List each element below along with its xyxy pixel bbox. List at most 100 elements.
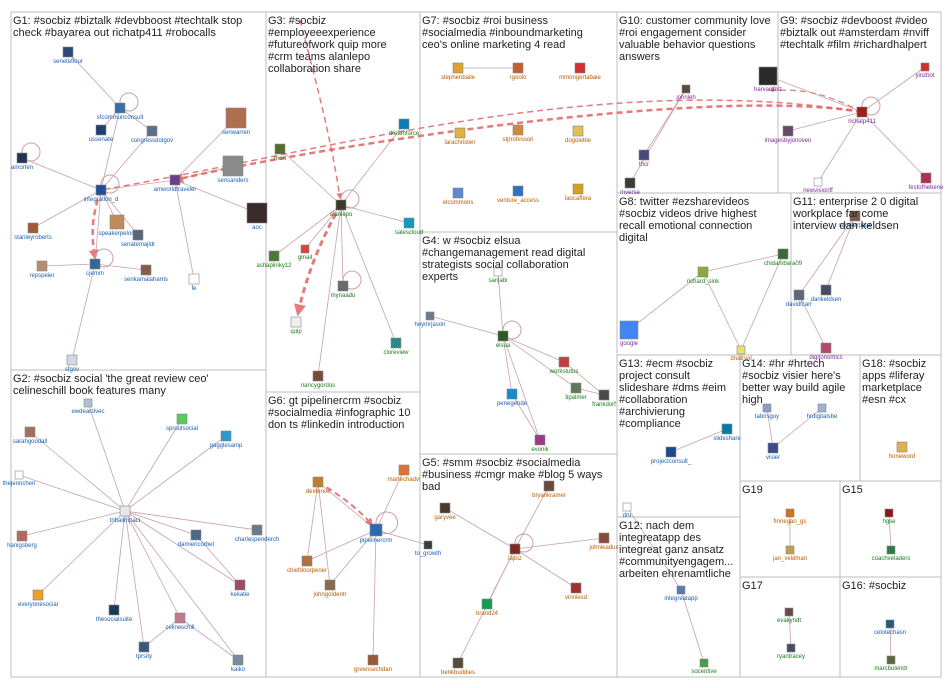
- node-sfcommunconsult[interactable]: sfcommunconsult: [97, 102, 144, 121]
- node-dreamforce[interactable]: dreamforce: [389, 118, 420, 137]
- node-avatar-icon[interactable]: [665, 446, 677, 458]
- node-avatar-icon[interactable]: [454, 127, 466, 139]
- node-avatar-icon[interactable]: [543, 480, 555, 492]
- node-tipalmer[interactable]: tipalmer: [565, 382, 587, 401]
- node-avatar-icon[interactable]: [813, 177, 823, 187]
- node-avatar-icon[interactable]: [109, 214, 125, 230]
- node-avatar-icon[interactable]: [782, 125, 794, 137]
- node-avatar-icon[interactable]: [24, 426, 36, 438]
- node-avatar-icon[interactable]: [886, 545, 896, 555]
- node-avatar-icon[interactable]: [108, 604, 120, 616]
- node-avatar-icon[interactable]: [676, 585, 686, 595]
- node-bryankramer[interactable]: bryankramer: [532, 480, 566, 499]
- node-avatar-icon[interactable]: [820, 342, 832, 354]
- node-avatar-icon[interactable]: [169, 174, 181, 186]
- node-avatar-icon[interactable]: [452, 657, 464, 669]
- node-celineschill[interactable]: celineschill: [165, 612, 195, 631]
- node-sanjabi[interactable]: sanjabi: [488, 267, 508, 284]
- node-avatar-icon[interactable]: [920, 62, 930, 72]
- node-integration-d[interactable]: integration_d: [84, 184, 119, 203]
- node-sensanders[interactable]: sensanders: [217, 155, 249, 184]
- node-avatar-icon[interactable]: [622, 502, 632, 512]
- node-avatar-icon[interactable]: [506, 388, 518, 400]
- node-richatp411[interactable]: richatp411: [848, 106, 876, 125]
- node-elcommons[interactable]: elcommons: [443, 187, 474, 206]
- node-avatar-icon[interactable]: [95, 184, 107, 196]
- node-dexterew[interactable]: dexterew: [306, 476, 331, 495]
- node-integreatapp[interactable]: integreatapp: [664, 585, 698, 602]
- node-avatar-icon[interactable]: [176, 413, 188, 425]
- node-avatar-icon[interactable]: [699, 658, 709, 668]
- node-avatar-icon[interactable]: [785, 508, 795, 518]
- node-hgse[interactable]: hgse: [882, 508, 896, 525]
- node-projectconsult-[interactable]: projectconsult_: [651, 446, 692, 465]
- node-cloreview[interactable]: cloreview: [383, 337, 409, 356]
- node-avatar-icon[interactable]: [572, 183, 584, 195]
- node-jan-veldman[interactable]: jan_veldman: [772, 545, 807, 562]
- node-charlespenderch[interactable]: charlespenderch: [235, 524, 279, 543]
- node-amorten[interactable]: amorten: [11, 152, 33, 171]
- node-coachveladers[interactable]: coachveladers: [872, 545, 911, 562]
- node-avatar-icon[interactable]: [140, 264, 152, 276]
- node-avatar-icon[interactable]: [497, 330, 509, 342]
- node-socentive[interactable]: socentive: [691, 658, 717, 675]
- node-avatar-icon[interactable]: [232, 654, 244, 666]
- node-ewdeactivec[interactable]: ewdeactivec: [71, 398, 105, 415]
- node-sproutsocial[interactable]: sproutsocial: [166, 413, 198, 432]
- node-avatar-icon[interactable]: [225, 107, 247, 129]
- node-kekatie[interactable]: kekatie: [230, 579, 250, 598]
- node-avatar-icon[interactable]: [784, 607, 794, 617]
- node-mort[interactable]: mort: [274, 143, 286, 162]
- node-dogoleble[interactable]: dogoleble: [565, 125, 592, 144]
- node-avatar-icon[interactable]: [234, 579, 246, 591]
- node-avatar-icon[interactable]: [274, 143, 286, 155]
- node-avatar-icon[interactable]: [324, 579, 336, 591]
- node-avatar-icon[interactable]: [512, 124, 524, 136]
- node-avatar-icon[interactable]: [403, 217, 415, 229]
- node-ashaplinky12[interactable]: ashaplinky12: [256, 250, 292, 269]
- node-avatar-icon[interactable]: [598, 532, 610, 544]
- node-avatar-icon[interactable]: [32, 589, 44, 601]
- node-avatar-icon[interactable]: [222, 155, 244, 177]
- node-avatar-icon[interactable]: [337, 280, 349, 292]
- node-yinzbot[interactable]: yinzbot: [915, 62, 935, 79]
- node-evonik[interactable]: evonik: [531, 434, 550, 453]
- node-avatar-icon[interactable]: [884, 508, 894, 518]
- node-garyvee[interactable]: garyvee: [434, 502, 456, 521]
- node-thcr[interactable]: thcr: [638, 149, 650, 168]
- node-to-growth[interactable]: to_growth: [415, 540, 441, 557]
- node-avatar-icon[interactable]: [246, 202, 268, 224]
- node-avatar-icon[interactable]: [570, 582, 582, 594]
- node-stephenbaile[interactable]: stephenbaile: [441, 62, 476, 81]
- node-avatar-icon[interactable]: [14, 470, 24, 480]
- node-imagesbyjonoven[interactable]: imagesbyjonoven: [765, 125, 812, 144]
- node-dru[interactable]: dru: [622, 502, 632, 519]
- node-sfgov[interactable]: sfgov: [65, 354, 79, 373]
- node-avatar-icon[interactable]: [36, 260, 48, 272]
- node-avatar-icon[interactable]: [896, 441, 908, 453]
- node-avatar-icon[interactable]: [885, 619, 895, 629]
- node-dnatrvol[interactable]: dnatrvol: [730, 345, 752, 362]
- node-avatar-icon[interactable]: [301, 555, 313, 567]
- node-celotechasn[interactable]: celotechasn: [874, 619, 906, 636]
- node-avatar-icon[interactable]: [146, 125, 158, 137]
- node-avatar-icon[interactable]: [920, 172, 932, 184]
- node-avatar-icon[interactable]: [89, 258, 101, 270]
- node-avatar-icon[interactable]: [27, 222, 39, 234]
- node-avatar-icon[interactable]: [16, 530, 28, 542]
- node-avatar-icon[interactable]: [762, 403, 772, 413]
- node-avatar-icon[interactable]: [534, 434, 546, 446]
- node-avatar-icon[interactable]: [509, 543, 521, 555]
- node-hanigsberg[interactable]: hanigsberg: [7, 530, 37, 549]
- node-tabrisguy[interactable]: tabrisguy: [755, 403, 779, 420]
- node-avatar-icon[interactable]: [119, 505, 131, 517]
- node-avatar-icon[interactable]: [793, 289, 805, 301]
- node-avatar-icon[interactable]: [188, 273, 200, 285]
- node-festofhebene[interactable]: festofhebene: [909, 172, 944, 191]
- node-gmail[interactable]: gmail: [298, 244, 312, 261]
- node-avatar-icon[interactable]: [220, 430, 232, 442]
- node-avatar-icon[interactable]: [251, 524, 263, 536]
- node-avatar-icon[interactable]: [114, 102, 126, 114]
- node-rgoolo[interactable]: rgoolo: [510, 62, 527, 81]
- node-avatar-icon[interactable]: [758, 66, 778, 86]
